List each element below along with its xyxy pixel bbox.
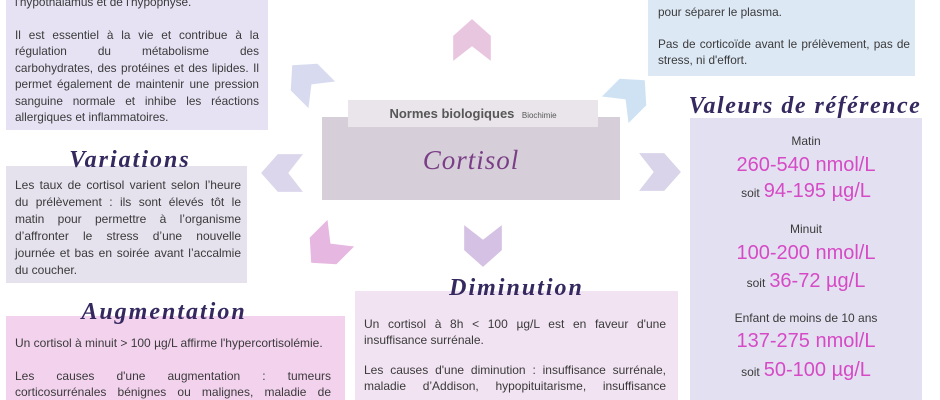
conversion-prefix: soit <box>741 186 760 200</box>
sampling-fragment: pour séparer le plasma. <box>658 4 910 20</box>
category-sublabel: Biochimie <box>521 111 557 120</box>
variations-line: journée et bas en soirée avant l’accalmi… <box>15 245 241 260</box>
description-panel <box>6 0 268 130</box>
variations-panel <box>6 166 247 283</box>
increase-paragraph-1: Un cortisol à minuit > 100 µg/L affirme … <box>15 335 331 352</box>
decrease-panel <box>355 291 678 400</box>
arrow-up-icon <box>453 19 491 61</box>
reference-value-nmol-morning: 260-540 nmol/L <box>736 154 876 176</box>
sampling-line: Pas de corticoïde avant le prélèvement, … <box>658 37 910 51</box>
increase-line: Un cortisol à minuit > 100 µg/L affirme … <box>15 336 323 350</box>
title-panel <box>322 117 620 200</box>
arrow-down-left-icon <box>309 219 355 265</box>
description-line: l'hypothalamus et de l'hypophyse. <box>15 0 192 9</box>
reference-value-nmol-midnight: 100-200 nmol/L <box>736 242 876 264</box>
decrease-paragraph-1: Un cortisol à 8h < 100 µg/L est en faveu… <box>364 316 666 348</box>
variations-line: matin pour permettre à l’organisme <box>15 211 241 226</box>
variations-line: Les taux de cortisol varient selon l’heu… <box>15 177 241 192</box>
sampling-panel <box>648 0 915 76</box>
description-line: sanguine normale et inhibe les réactions <box>15 93 259 108</box>
decrease-line: maladie d’Addison, hypopituitarisme, ins… <box>364 379 666 393</box>
description-line: carbohydrates, des protéines et des lipi… <box>15 60 259 75</box>
increase-line: Les causes d'une augmentation : tumeurs <box>15 369 331 383</box>
increase-line: corticosurrénales bénignes ou malignes, … <box>15 385 331 399</box>
reference-heading: Valeurs de référence <box>688 93 922 119</box>
arrow-up-left-icon <box>290 63 336 109</box>
sampling-line: pour séparer le plasma. <box>658 5 782 19</box>
variations-text: Les taux de cortisol varient selon l’heu… <box>15 177 241 279</box>
arrow-down-icon <box>464 225 502 267</box>
description-text: Il est essentiel à la vie et contribue à… <box>15 27 259 125</box>
conversion-prefix: soit <box>741 365 760 379</box>
description-line: Il est essentiel à la vie et contribue à… <box>15 28 259 42</box>
description-line: permet également de maintenir une pressi… <box>15 77 259 92</box>
increase-heading: Augmentation <box>81 299 247 325</box>
decrease-paragraph-2: Les causes d'une diminution : insuffisan… <box>364 362 666 394</box>
arrow-left-icon <box>261 154 303 192</box>
sampling-text: Pas de corticoïde avant le prélèvement, … <box>658 36 910 68</box>
variations-line: d’affronter le stress d’une nouvelle <box>15 228 241 243</box>
reference-label-midnight: Minuit <box>789 222 822 236</box>
reference-label-morning: Matin <box>791 134 821 148</box>
reference-label-child: Enfant de moins de 10 ans <box>734 311 878 325</box>
variations-line: du prélèvement : ils sont élevés tôt le <box>15 194 241 209</box>
decrease-line: Les causes d'une diminution : insuffisan… <box>364 363 666 377</box>
category-label-bar: Normes biologiques Biochimie <box>348 100 598 127</box>
decrease-heading: Diminution <box>449 275 584 301</box>
arrow-up-right-icon <box>601 78 647 124</box>
decrease-line: insuffisance surrénale. <box>364 333 484 347</box>
reference-value-ugl-child: 50-100 µg/L <box>763 359 871 381</box>
increase-paragraph-2: Les causes d'une augmentation : tumeurs … <box>15 368 331 400</box>
sampling-line: stress, ni d'effort. <box>658 53 748 67</box>
increase-panel <box>6 316 345 400</box>
decrease-line: Un cortisol à 8h < 100 µg/L est en faveu… <box>364 317 666 331</box>
variations-heading: Variations <box>69 147 191 173</box>
description-line: allergiques et inflammatoires. <box>15 110 169 125</box>
page-title: Cortisol <box>422 145 520 175</box>
reference-value-nmol-child: 137-275 nmol/L <box>736 330 876 352</box>
variations-line: du coucher. <box>15 262 78 277</box>
description-line: régulation du métabolisme des <box>15 44 259 59</box>
reference-value-ugl-midnight: 36-72 µg/L <box>769 270 866 292</box>
arrow-right-icon <box>639 153 681 191</box>
reference-value-ugl-morning: 94-195 µg/L <box>763 180 871 202</box>
reference-panel <box>690 118 922 400</box>
conversion-prefix: soit <box>746 276 766 290</box>
description-fragment: l'hypothalamus et de l'hypophyse. <box>15 0 259 10</box>
category-label: Normes biologiques <box>389 106 515 121</box>
